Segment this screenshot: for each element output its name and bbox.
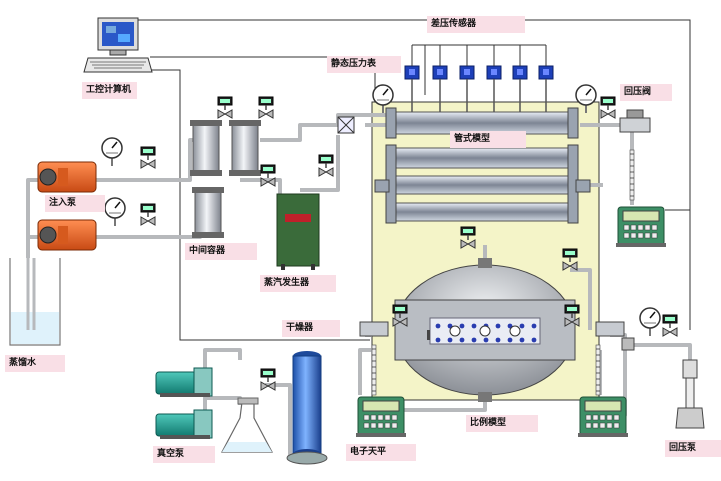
injection-pump-1 bbox=[37, 161, 97, 193]
back-pressure-valve-label: 回压阀 bbox=[620, 84, 672, 101]
tube-model-label: 管式模型 bbox=[450, 131, 526, 148]
balance-icon bbox=[356, 396, 406, 437]
vacuum-pump-1 bbox=[155, 367, 213, 397]
electronic-balance-label: 电子天平 bbox=[346, 444, 416, 461]
junction-box bbox=[427, 330, 430, 340]
computer-label: 工控计算机 bbox=[82, 82, 138, 99]
intermediate-container-3 bbox=[192, 187, 224, 238]
transducer-icon bbox=[404, 45, 420, 112]
dryer-label: 干燥器 bbox=[282, 320, 340, 337]
pressure-gauge-icon bbox=[101, 137, 123, 166]
level-gauge bbox=[371, 344, 377, 396]
proportional-model-label: 比例模型 bbox=[466, 415, 538, 432]
valve-icon bbox=[662, 314, 678, 337]
pressure-gauge-icon bbox=[104, 197, 126, 226]
valve-icon bbox=[562, 248, 578, 271]
valve-icon bbox=[140, 203, 156, 226]
valve-icon bbox=[260, 164, 276, 187]
valve-icon bbox=[140, 146, 156, 169]
pressure-gauge-icon bbox=[575, 84, 597, 113]
valve-icon bbox=[217, 96, 233, 119]
valve-icon bbox=[258, 96, 274, 119]
injection-pump-label: 注入泵 bbox=[45, 195, 105, 212]
vacuum-pump-2 bbox=[155, 409, 213, 439]
valve-icon bbox=[564, 304, 580, 327]
valve-icon bbox=[460, 226, 476, 249]
valve-icon bbox=[600, 96, 616, 119]
transducer-icon bbox=[486, 45, 502, 112]
vacuum-flask bbox=[221, 397, 273, 453]
distilled-water-beaker bbox=[9, 258, 61, 346]
intermediate-container-2 bbox=[229, 120, 261, 176]
static-pressure-label: 静态压力表 bbox=[327, 56, 401, 73]
cross-fitting bbox=[337, 116, 355, 134]
junction-box bbox=[621, 337, 635, 351]
pressure-sensor-label: 差压传感器 bbox=[427, 16, 525, 33]
valve-icon bbox=[260, 368, 276, 391]
pressure-gauge-icon bbox=[372, 84, 394, 113]
intermediate-container-label: 中间容器 bbox=[185, 243, 257, 260]
balance-icon bbox=[578, 396, 628, 437]
distilled-water-label: 蒸馏水 bbox=[5, 355, 65, 372]
balance-icon bbox=[616, 206, 666, 247]
valve-icon bbox=[318, 154, 334, 177]
steam-generator bbox=[276, 193, 320, 270]
transducer-icon bbox=[512, 45, 528, 112]
level-gauge bbox=[595, 344, 601, 396]
back-pressure-valve bbox=[619, 109, 651, 133]
computer-icon bbox=[83, 17, 153, 73]
transducer-icon bbox=[459, 45, 475, 112]
vessel-sensor-dots bbox=[435, 323, 537, 343]
steam-generator-label: 蒸汽发生器 bbox=[260, 275, 336, 292]
transducer-icon bbox=[432, 45, 448, 112]
pressure-gauge-icon bbox=[639, 307, 661, 336]
dryer-column bbox=[286, 351, 328, 465]
tube-models bbox=[374, 107, 591, 224]
level-gauge bbox=[629, 149, 635, 201]
injection-pump-2 bbox=[37, 219, 97, 251]
transducer-icon bbox=[538, 45, 554, 112]
intermediate-container-1 bbox=[190, 120, 222, 176]
valve-icon bbox=[392, 304, 408, 327]
vacuum-pump-label: 真空泵 bbox=[153, 446, 215, 463]
back-pressure-pump-label: 回压泵 bbox=[665, 440, 721, 457]
back-pressure-pump bbox=[675, 359, 705, 429]
